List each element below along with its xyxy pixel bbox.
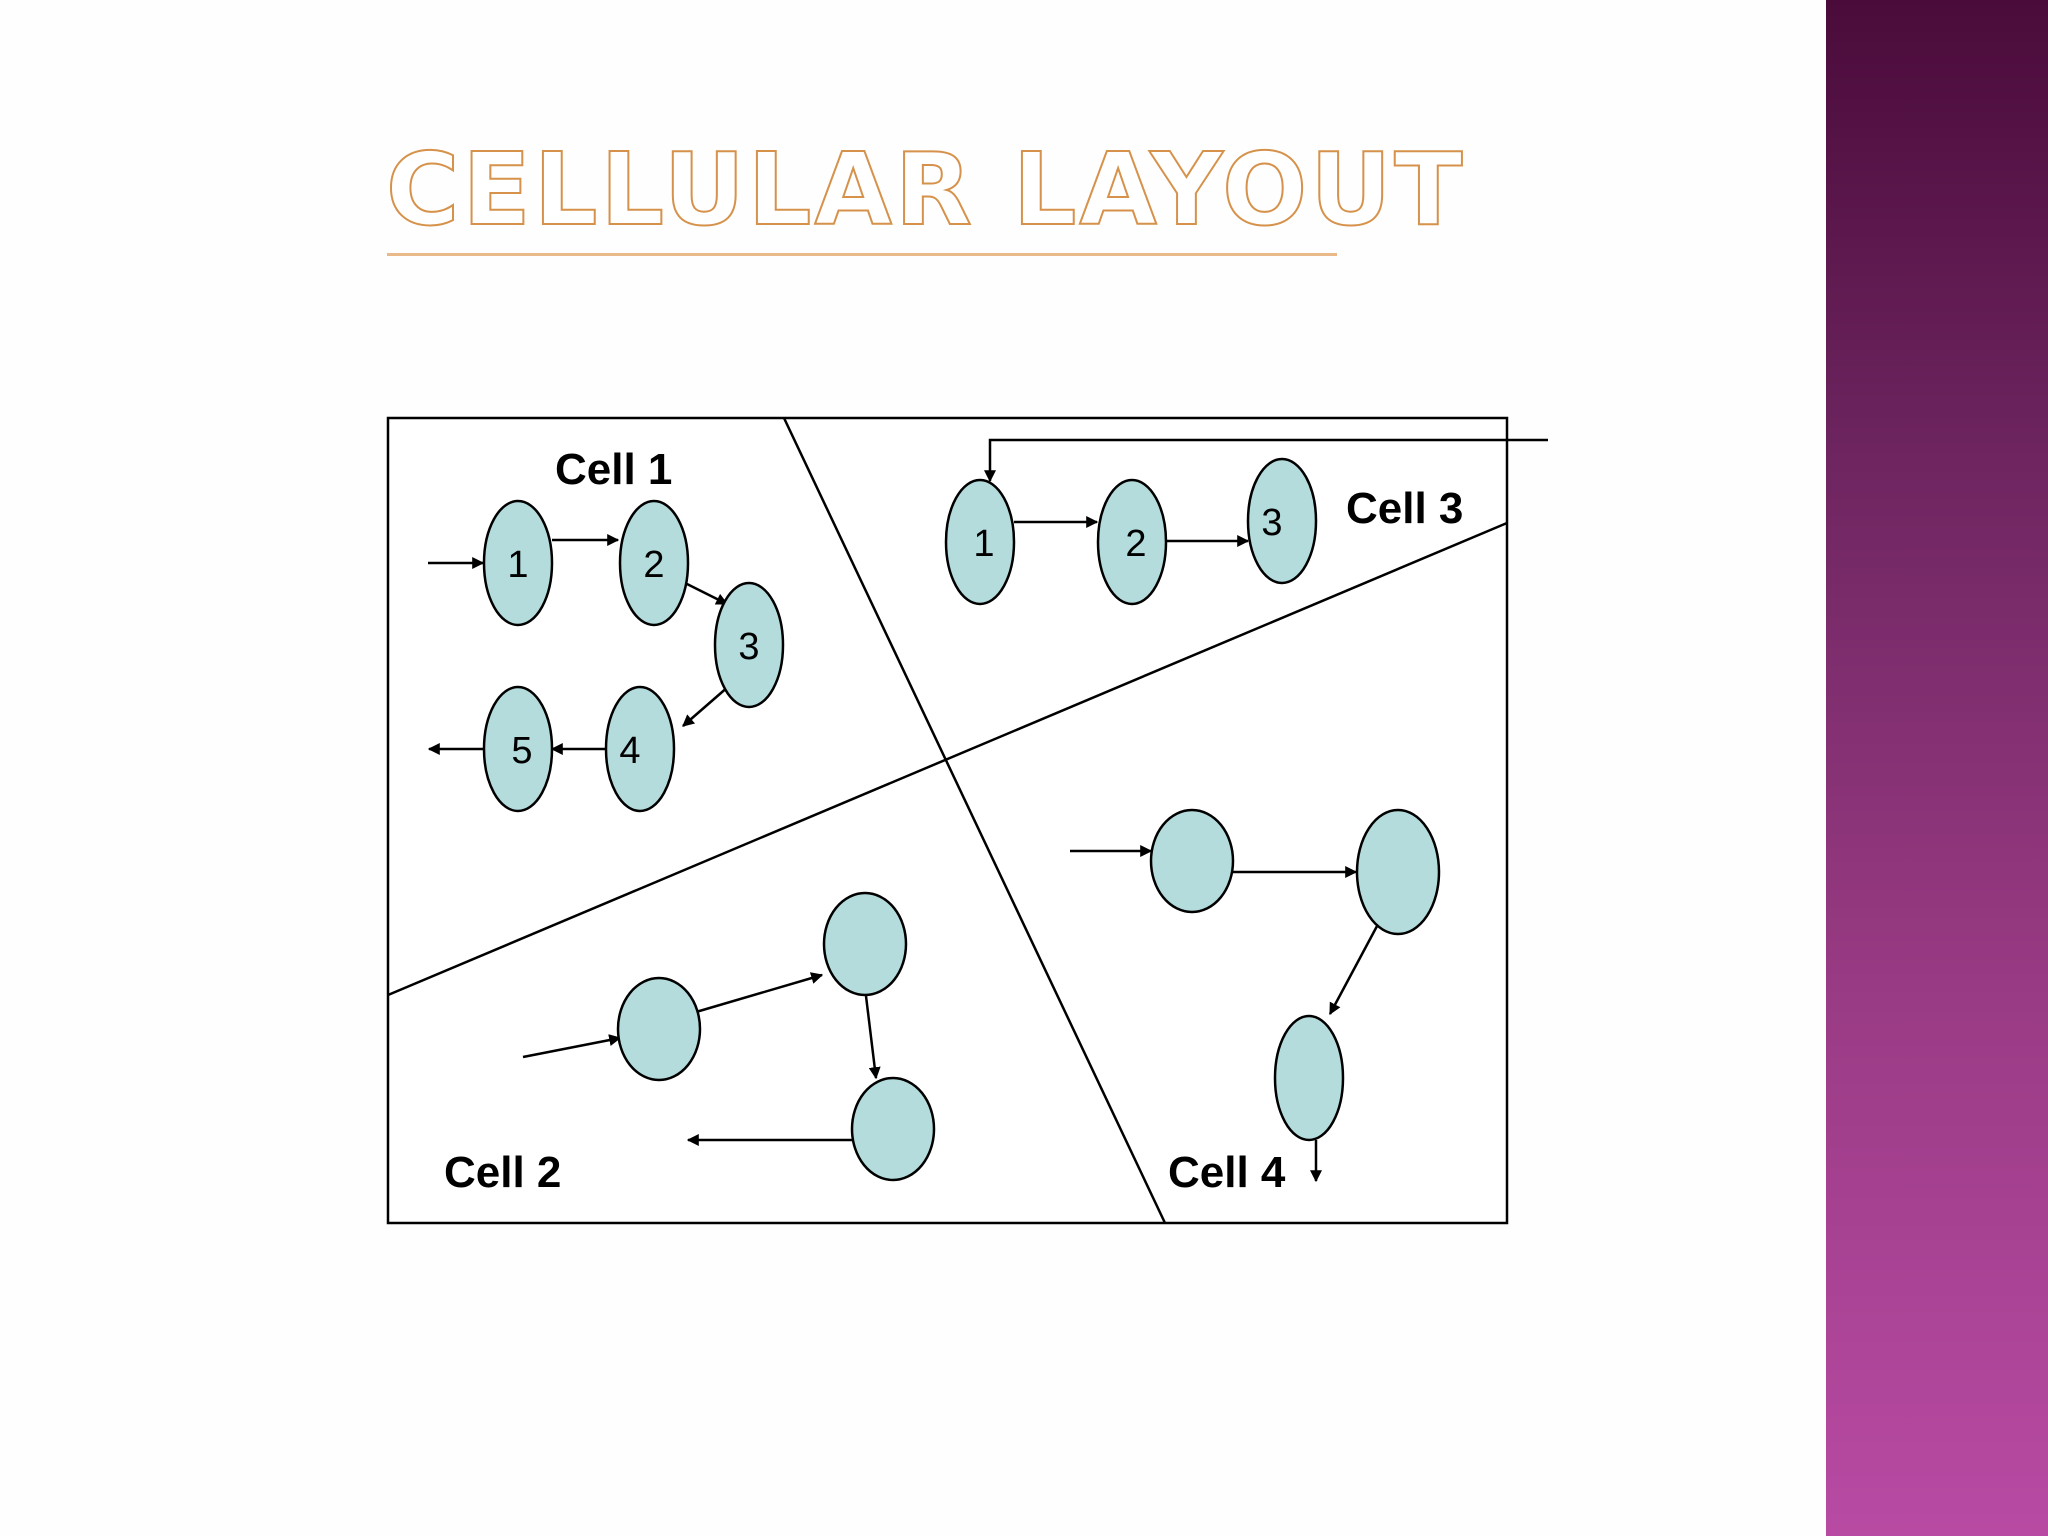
- machine-number: 3: [738, 626, 759, 668]
- machine-node: [1096, 478, 1168, 606]
- machine-node: [713, 581, 785, 709]
- machine-number: 1: [973, 523, 994, 565]
- flow-arrow: [1328, 912, 1386, 1016]
- flow-arrow: [684, 581, 729, 606]
- flow-arrow: [984, 438, 1548, 483]
- cell-3-flow: 1 2 3: [944, 438, 1548, 606]
- cell-1-label: Cell 1: [555, 445, 672, 494]
- machine-node: [1149, 808, 1235, 914]
- machine-number: 4: [619, 730, 640, 772]
- cell-1-flow: 1 2 3 4 5: [427, 499, 785, 813]
- machine-node: [1246, 457, 1318, 585]
- machine-node: [482, 499, 554, 627]
- flow-arrow: [864, 995, 881, 1080]
- flow-arrow: [695, 972, 824, 1014]
- divider-line: [387, 521, 1508, 997]
- machine-node: [1273, 1014, 1345, 1142]
- machine-number: 2: [643, 544, 664, 586]
- machine-node: [616, 976, 702, 1082]
- cell-4-label: Cell 4: [1168, 1148, 1286, 1197]
- machine-number: 2: [1125, 523, 1146, 565]
- flow-arrow: [682, 685, 730, 727]
- title-underline: [387, 253, 1337, 256]
- machine-number: 1: [507, 544, 528, 586]
- slide-title: CELLULAR LAYOUT: [385, 131, 1466, 248]
- cell-2-label: Cell 2: [444, 1148, 561, 1197]
- machine-number: 5: [511, 730, 532, 772]
- machine-node: [482, 685, 554, 813]
- cell-3-label: Cell 3: [1346, 484, 1463, 533]
- machine-node: [1355, 808, 1441, 936]
- machine-node: [850, 1076, 936, 1182]
- machine-node: [604, 685, 676, 813]
- flow-arrow: [522, 1034, 622, 1059]
- machine-node: [822, 891, 908, 997]
- machine-number: 3: [1261, 502, 1282, 544]
- machine-node: [618, 499, 690, 627]
- divider-line: [782, 417, 1167, 1224]
- decorative-side-band: [1826, 0, 2048, 1536]
- machine-node: [944, 478, 1016, 606]
- cell-4-flow: [1070, 808, 1441, 1183]
- cell-2-flow: [522, 891, 936, 1182]
